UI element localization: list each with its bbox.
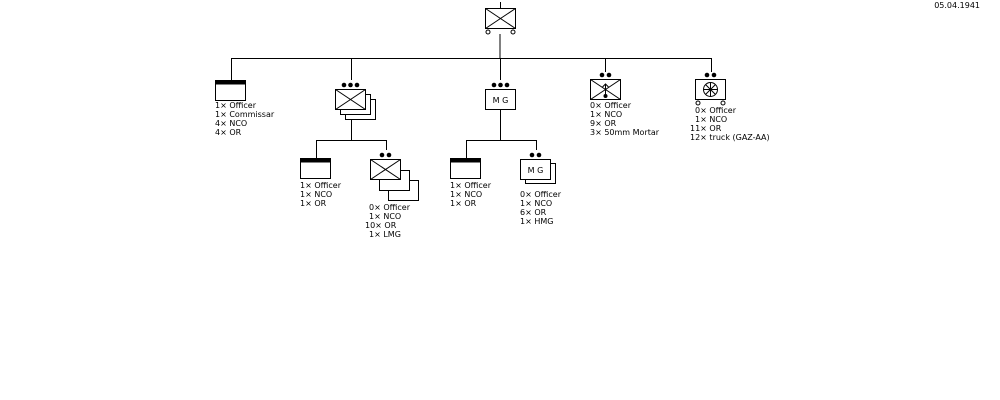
personnel-line: 0× Officer [520,190,562,199]
connectors [231,34,712,158]
personnel-line: 1× OR [450,199,477,208]
wheel-icon [510,29,516,35]
wheel-icon [695,100,701,106]
personnel-line: 1× NCO [300,190,332,199]
hq-bar [450,158,481,163]
echelon-dot [341,82,347,88]
personnel-line: 1× HMG [520,217,553,226]
unit-mg-platoon: M G [485,82,516,110]
personnel-line: 1× NCO [520,199,552,208]
hq-bar [215,80,246,85]
unit-transport: 0× Officer 1× NCO 11× OR 12× truck (GAZ-… [690,72,770,142]
wheel-icon [485,29,491,35]
personnel-line: 1× Commissar [215,110,275,119]
echelon-dot [504,82,510,88]
unit-mg-hq: 1× Officer 1× NCO 1× OR [450,158,492,208]
personnel-line: 1× NCO [590,110,622,119]
echelon-dot [386,152,392,158]
personnel-line: 4× OR [215,128,242,137]
personnel-line: 3× 50mm Mortar [590,128,660,137]
personnel-line: 1× LMG [369,230,401,239]
mortar-base [603,94,608,98]
unit-staff: 1× Officer 1× Commissar 4× NCO 4× OR [215,80,275,137]
wheel-icon [720,100,726,106]
personnel-line: 4× NCO [215,119,247,128]
infantry-cross [370,159,401,180]
echelon-dot [529,152,535,158]
echelon-dot [606,72,612,78]
personnel-line: 1× Officer [300,181,342,190]
echelon-dot [491,82,497,88]
echelon-dot [348,82,353,88]
personnel-line: 1× NCO [369,212,401,221]
personnel-line: 12× truck (GAZ-AA) [690,133,770,142]
unit-symbol [485,89,516,110]
personnel-line: 10× OR [365,221,397,230]
personnel-line: 0× Officer [695,106,737,115]
unit-mortar-section: 0× Officer 1× NCO 9× OR 3× 50mm Mortar [590,72,660,137]
unit-symbol [520,159,551,180]
echelon-dot [536,152,542,158]
infantry-cross [335,89,366,110]
echelon-dot [704,72,710,78]
personnel-line: 0× Officer [369,203,411,212]
personnel-line: 1× Officer [215,101,257,110]
unit-label: M G [528,166,544,175]
echelon-dot [379,152,385,158]
personnel-line: 9× OR [590,119,617,128]
unit-hq [485,2,516,35]
unit-rifle-squad: 0× Officer 1× NCO 10× OR 1× LMG [365,152,419,239]
echelon-dot [498,82,503,88]
echelon-dot [354,82,360,88]
personnel-line: 1× OR [300,199,327,208]
hq-bar [300,158,331,163]
unit-rifle-platoon [335,82,376,120]
personnel-line: 1× Officer [450,181,492,190]
unit-mg-section: M G 0× Officer 1× NCO 6× OR 1× HMG [520,152,562,226]
personnel-line: 0× Officer [590,101,632,110]
mortar-arrow [602,83,609,88]
personnel-line: 1× NCO [695,115,727,124]
infantry-cross [485,8,516,29]
unit-label: M G [493,96,509,105]
date-label: 05.04.1941 [934,1,980,10]
personnel-line: 11× OR [690,124,722,133]
personnel-line: 6× OR [520,208,547,217]
personnel-line: 1× NCO [450,190,482,199]
echelon-dot [599,72,605,78]
echelon-dot [711,72,717,78]
unit-rifle-hq: 1× Officer 1× NCO 1× OR [300,158,342,208]
